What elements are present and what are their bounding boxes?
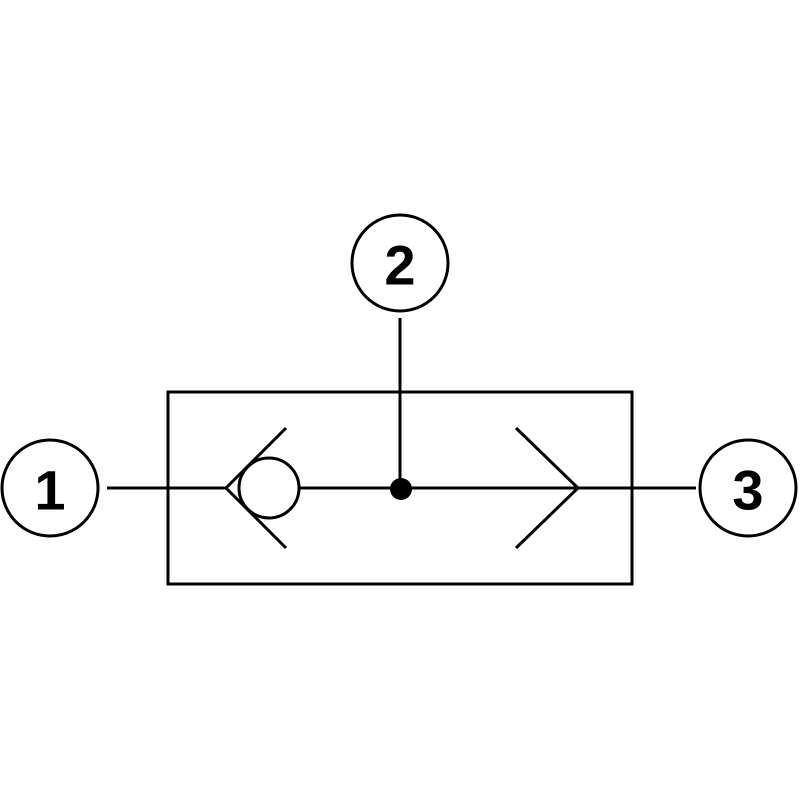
port-2-label: 2 [384,234,415,297]
port-2-circle [350,213,450,313]
port-1-label: 1 [34,459,65,522]
port-3: 3 [698,438,798,538]
check-valve-ball [237,456,301,520]
port-3-label: 3 [732,459,763,522]
port-1: 1 [0,438,100,538]
check-valve-seat [223,426,288,550]
port-1-circle [0,438,100,538]
right-chevron [514,426,581,550]
junction-dot [390,478,412,500]
port-2: 2 [350,213,450,313]
port-3-circle [698,438,798,538]
